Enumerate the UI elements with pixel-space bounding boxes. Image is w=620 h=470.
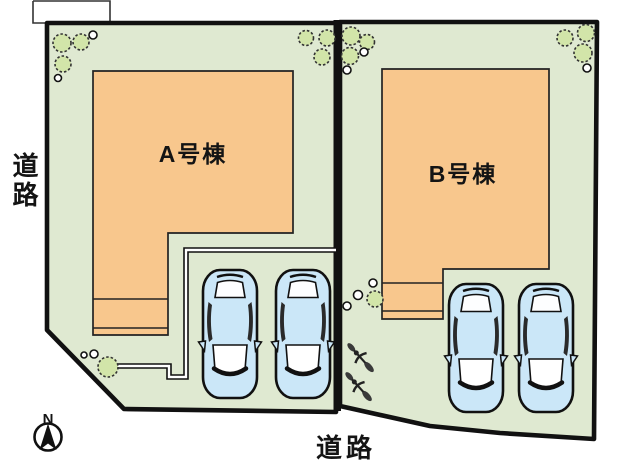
building-b-porch-lines (382, 282, 443, 312)
car-icon-b2 (515, 284, 578, 412)
building-a-label: A号棟 (158, 141, 228, 167)
tree-cluster-a-bottom (80, 349, 119, 378)
tree-cluster-b-top-left (340, 26, 376, 75)
building-b-label: B号棟 (428, 161, 498, 187)
building-b (381, 68, 550, 320)
compass-north-label: N (42, 411, 54, 428)
tree-cluster-a-top-right (297, 29, 336, 66)
building-a (92, 70, 294, 336)
north-compass-icon (33, 422, 63, 452)
road-label-bottom: 道路 (316, 433, 377, 463)
car-icon-a1 (199, 270, 262, 398)
road-label-left: 道路 (9, 152, 39, 210)
tree-cluster-b-porch (342, 278, 384, 311)
car-icon-b1 (445, 284, 508, 412)
neighbor-boundary-line (32, 0, 111, 24)
tree-cluster-top-right (556, 23, 596, 73)
tree-cluster-top-left (52, 30, 98, 83)
car-icon-a2 (272, 270, 335, 398)
approach-fence (113, 247, 336, 380)
parcel-divider (333, 20, 341, 411)
building-a-porch-lines (93, 298, 168, 329)
